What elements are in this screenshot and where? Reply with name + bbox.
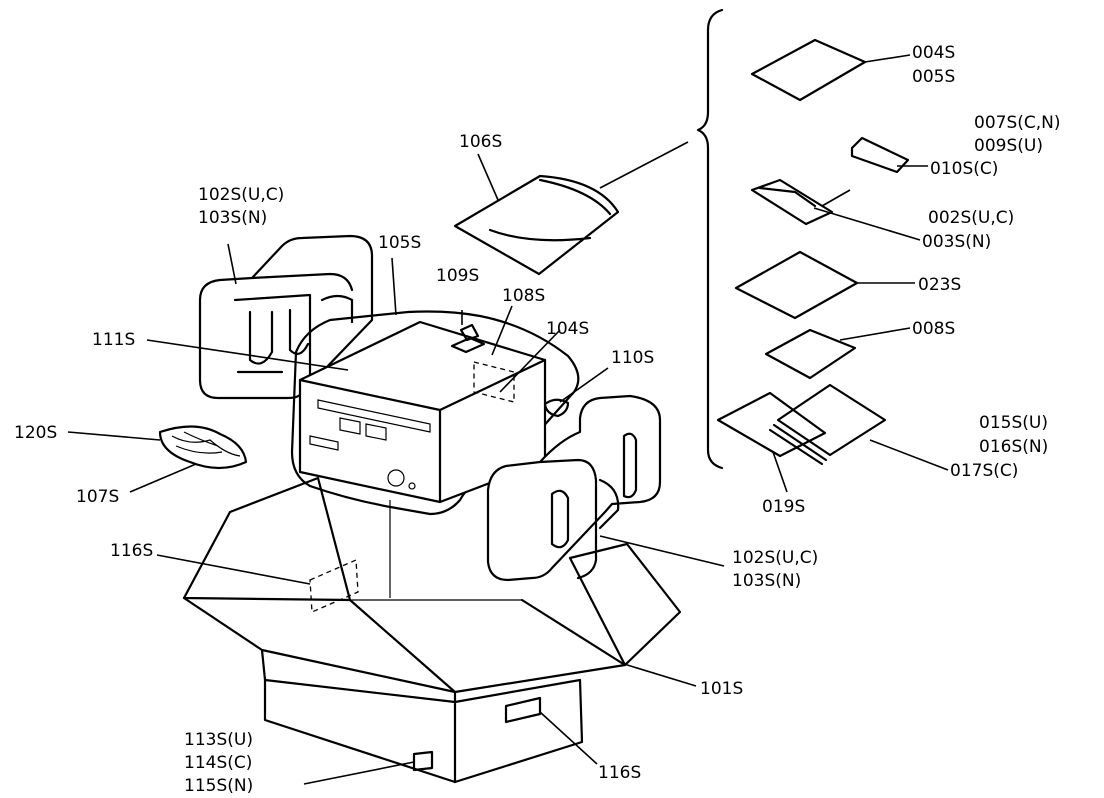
- label-116s-top: 116S: [110, 541, 153, 561]
- accessory-group-brace: [696, 8, 724, 470]
- label-016s: 016S(N): [979, 437, 1048, 457]
- label-102s-top: 102S(U,C): [198, 185, 284, 205]
- part-002s-envelope: [750, 178, 834, 226]
- part-023s-sheet: [734, 250, 859, 320]
- label-108s: 108S: [502, 286, 545, 306]
- label-103s-top: 103S(N): [198, 208, 267, 228]
- label-015s: 015S(U): [979, 413, 1048, 433]
- label-017s: 017S(C): [950, 461, 1018, 481]
- part-010s-block: [850, 136, 910, 174]
- label-116s-bottom: 116S: [598, 763, 641, 783]
- label-003s-top: 003S(N): [922, 232, 991, 252]
- label-007s: 007S(C,N): [974, 113, 1061, 133]
- label-010s: 010S(C): [930, 159, 998, 179]
- part-008s-sheet: [764, 328, 857, 380]
- label-109s: 109S: [436, 266, 479, 286]
- label-009s: 009S(U): [974, 136, 1043, 156]
- label-104s: 104S: [546, 319, 589, 339]
- part-101s-carton: [182, 476, 682, 784]
- label-008s: 008S: [912, 319, 955, 339]
- part-102s-right-cushion: [486, 394, 662, 582]
- label-120s: 120S: [14, 423, 57, 443]
- part-015s-booklets: [768, 383, 887, 466]
- label-101s: 101S: [700, 679, 743, 699]
- part-004s-sheet: [750, 38, 867, 102]
- label-114s: 114S(C): [184, 753, 252, 773]
- part-106s-bag: [453, 174, 620, 276]
- label-023s: 023S: [918, 275, 961, 295]
- label-102s-bottom: 102S(U,C): [732, 548, 818, 568]
- label-002s: 002S(U,C): [928, 208, 1014, 228]
- label-105s: 105S: [378, 233, 421, 253]
- label-115s: 115S(N): [184, 776, 253, 796]
- label-019s: 019S: [762, 497, 805, 517]
- label-113s: 113S(U): [184, 730, 253, 750]
- label-110s: 110S: [611, 348, 654, 368]
- part-102s-left-cushion: [198, 234, 374, 400]
- label-004s: 004S: [912, 43, 955, 63]
- label-111s: 111S: [92, 330, 135, 350]
- label-107s: 107S: [76, 487, 119, 507]
- label-005s: 005S: [912, 67, 955, 87]
- part-019s-sheet: [716, 391, 827, 458]
- label-103s-bottom: 103S(N): [732, 571, 801, 591]
- label-106s: 106S: [459, 132, 502, 152]
- leader-lines: [67, 54, 949, 785]
- main-unit: [298, 320, 570, 504]
- part-120s-cable-bag: [158, 425, 248, 470]
